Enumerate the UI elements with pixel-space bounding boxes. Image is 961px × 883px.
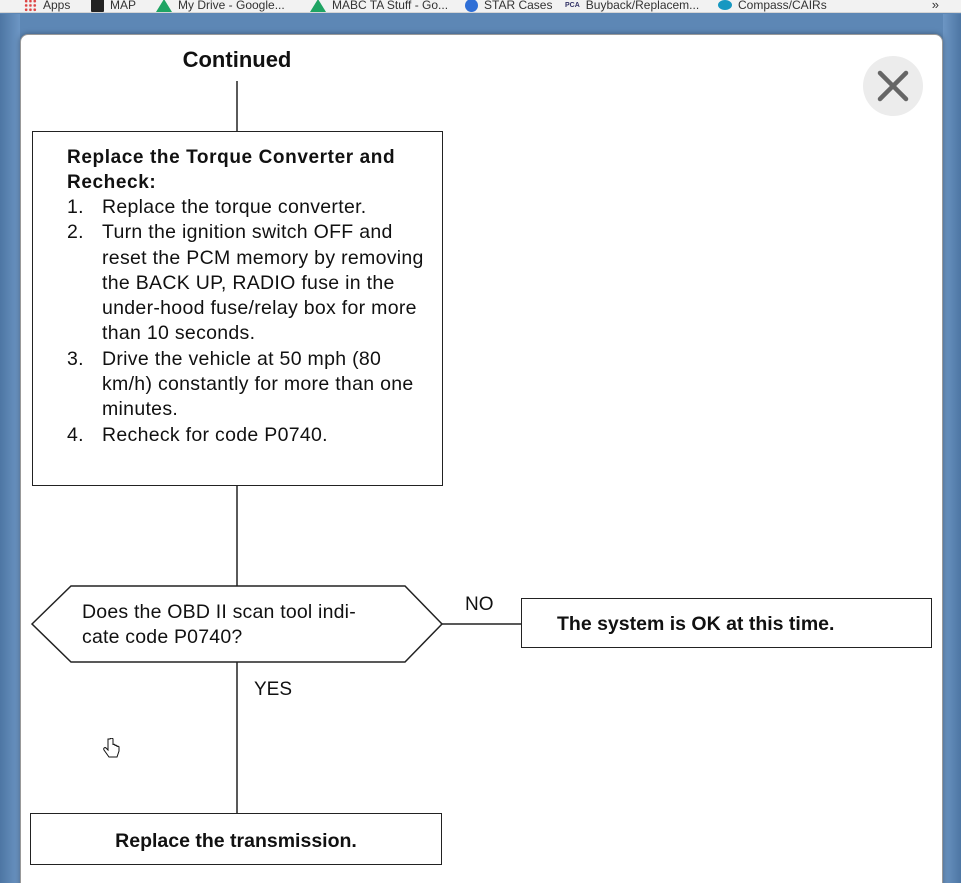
bookmark-label: STAR Cases	[484, 0, 553, 12]
close-button[interactable]	[863, 56, 923, 116]
close-icon	[877, 70, 909, 102]
background-window-left	[0, 14, 20, 883]
decision-line: Does the OBD II scan tool indi-	[82, 601, 356, 623]
bookmark-label: My Drive - Google...	[178, 0, 285, 12]
bookmark-label: Apps	[43, 0, 71, 12]
step-number: 3.	[67, 347, 84, 370]
procedure-step: 1. Replace the torque converter.	[67, 195, 428, 220]
procedure-step: 4. Recheck for code P0740.	[67, 423, 428, 448]
bookmark-map[interactable]: MAP	[91, 0, 137, 12]
no-branch-label: NO	[465, 594, 494, 615]
bookmark-buyback[interactable]: PCA Buyback/Replacem...	[565, 0, 700, 12]
bookmark-label: MAP	[110, 0, 137, 12]
step-number: 4.	[67, 423, 84, 446]
step-text: Turn the ignition switch OFF and reset t…	[102, 221, 424, 345]
star-globe-icon	[465, 0, 478, 12]
flowchart-connectors	[30, 81, 521, 813]
bookmark-compass-cairs[interactable]: Compass/CAIRs	[718, 0, 827, 12]
salesforce-cloud-icon	[718, 0, 732, 10]
procedure-box: Replace the Torque Converter and Recheck…	[32, 131, 443, 486]
yes-branch-label: YES	[254, 679, 293, 700]
hand-cursor-icon	[103, 738, 120, 758]
bookmark-my-drive[interactable]: My Drive - Google...	[156, 0, 285, 12]
image-viewer-modal: Continued Replace the Torque Converter a…	[20, 34, 943, 883]
result-system-ok: The system is OK at this time.	[521, 598, 932, 648]
step-number: 2.	[67, 221, 84, 244]
bookmarks-bar: Apps MAP My Drive - Google... MABC TA St…	[0, 0, 961, 13]
google-drive-icon	[156, 0, 172, 12]
continued-label: Continued	[182, 47, 292, 72]
procedure-title: Replace the Torque Converter and Recheck…	[67, 147, 396, 193]
procedure-step: 3. Drive the vehicle at 50 mph (80 km/h)…	[67, 347, 428, 423]
step-text: Drive the vehicle at 50 mph (80 km/h) co…	[102, 347, 414, 421]
step-number: 1.	[67, 196, 84, 218]
pca-icon: PCA	[565, 1, 580, 9]
bookmark-label: Compass/CAIRs	[738, 0, 827, 12]
step-text: Replace the torque converter.	[102, 196, 367, 218]
google-drive-icon	[310, 0, 326, 12]
bookmark-label: Buyback/Replacem...	[585, 0, 700, 12]
bookmark-mabc-ta-stuff[interactable]: MABC TA Stuff - Go...	[310, 0, 449, 12]
decision-line: cate code P0740?	[82, 626, 243, 648]
step-text: Recheck for code P0740.	[102, 423, 328, 446]
bookmark-label: MABC TA Stuff - Go...	[332, 0, 449, 12]
map-icon	[91, 0, 104, 12]
procedure-steps: 1. Replace the torque converter. 2. Turn…	[67, 195, 428, 448]
background-window-right	[943, 14, 961, 883]
bookmark-apps[interactable]: Apps	[24, 0, 71, 12]
bookmark-star-cases[interactable]: STAR Cases	[465, 0, 553, 12]
procedure-step: 2. Turn the ignition switch OFF and rese…	[67, 220, 428, 346]
result-replace-transmission: Replace the transmission.	[30, 813, 442, 865]
decision-question: Does the OBD II scan tool indi- cate cod…	[82, 600, 402, 650]
bookmarks-overflow-button[interactable]: »	[931, 0, 939, 12]
apps-grid-icon	[24, 0, 37, 12]
